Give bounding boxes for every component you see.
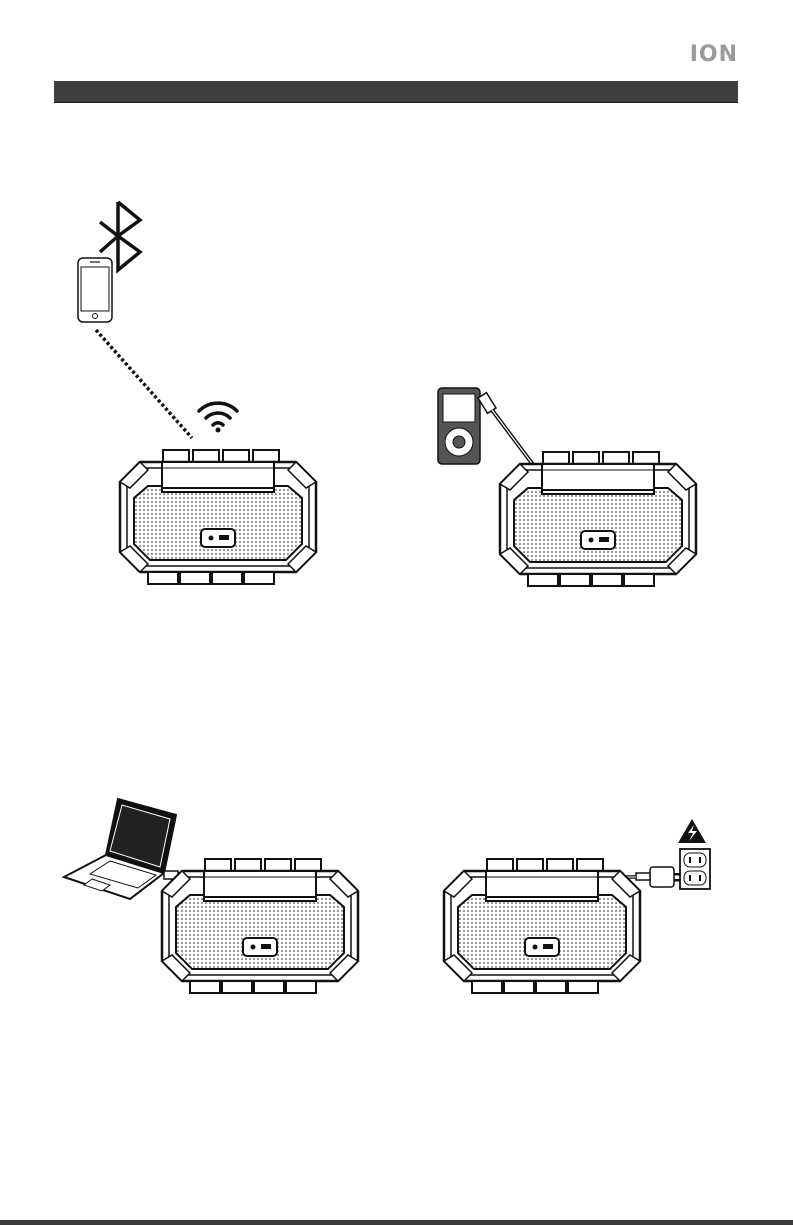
smartphone-icon	[78, 258, 112, 322]
speaker-illustration	[444, 859, 640, 993]
laptop-icon	[64, 799, 176, 899]
speaker-illustration	[500, 452, 696, 586]
warning-icon	[678, 819, 706, 843]
wifi-icon	[199, 403, 237, 432]
page-edge	[0, 1220, 793, 1225]
wall-outlet-icon	[680, 849, 710, 889]
speaker-illustration	[162, 859, 358, 993]
usb-computer-illustration	[60, 795, 380, 1005]
speaker-illustration	[120, 450, 316, 584]
section-header-bar	[54, 81, 738, 103]
aux-input-illustration	[430, 380, 710, 590]
wireless-connection-line	[96, 330, 192, 438]
ion-logo: ION	[652, 40, 738, 70]
ac-power-illustration	[440, 815, 730, 1005]
bluetooth-pairing-illustration	[60, 190, 320, 590]
media-player-icon	[438, 388, 480, 464]
